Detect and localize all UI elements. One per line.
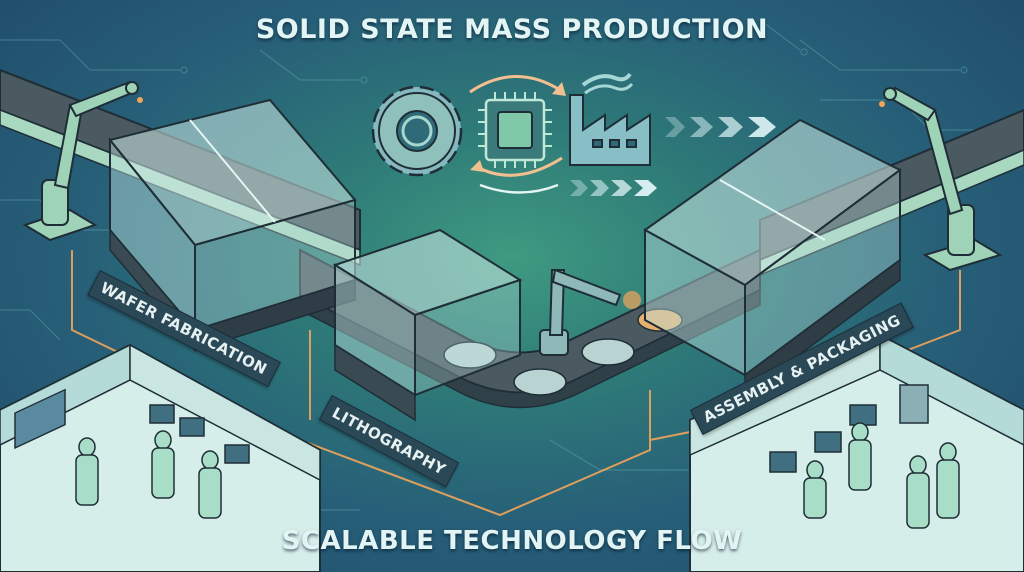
gear-icon bbox=[371, 85, 463, 177]
lithography-machine bbox=[332, 228, 523, 422]
footer-title: SCALABLE TECHNOLOGY FLOW bbox=[281, 526, 743, 556]
robot-arm-center bbox=[539, 268, 641, 356]
page-title: SOLID STATE MASS PRODUCTION bbox=[255, 14, 769, 45]
cycle-arrows-icon bbox=[469, 75, 566, 194]
microchip-icon bbox=[478, 92, 552, 168]
conveyor-center bbox=[299, 248, 761, 409]
factory-icon bbox=[569, 72, 651, 166]
robot-arm-left bbox=[22, 80, 143, 242]
robot-arm-right bbox=[879, 86, 1003, 272]
control-room-left bbox=[0, 343, 321, 572]
wafer-fabrication-machine bbox=[108, 98, 357, 353]
chevron-arrows-icon bbox=[570, 117, 776, 196]
